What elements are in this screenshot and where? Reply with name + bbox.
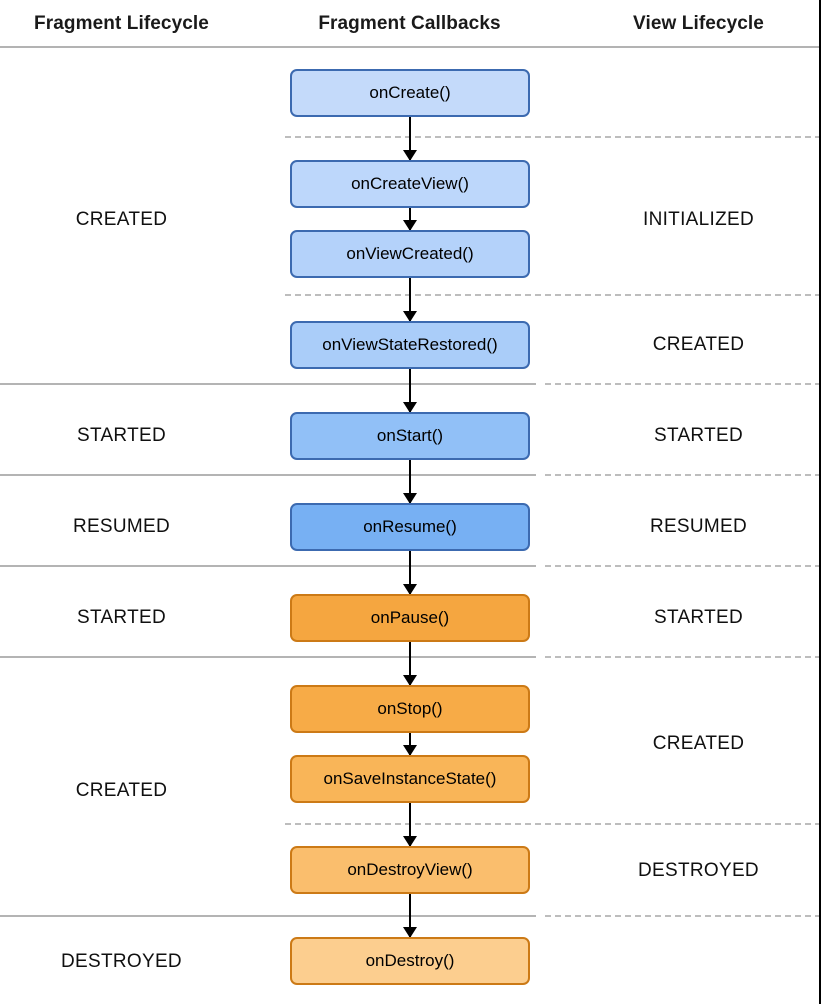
- row-separator-dashed-1: [285, 294, 819, 296]
- row-separator-solid-1: [0, 474, 536, 476]
- flow-arrow-0: [403, 117, 417, 161]
- row-separator-dashed-3: [545, 474, 819, 476]
- view-state-label-6: DESTROYED: [638, 860, 759, 881]
- row-separator-dashed-2: [545, 383, 819, 385]
- column-header-2: View Lifecycle: [633, 12, 764, 34]
- flow-arrow-1: [403, 208, 417, 231]
- fragment-state-label-3: STARTED: [76, 607, 167, 628]
- callback-box-onstart[interactable]: onStart(): [290, 412, 530, 460]
- view-state-label-5: CREATED: [652, 733, 745, 754]
- callback-box-onstop[interactable]: onStop(): [290, 685, 530, 733]
- flow-arrow-4: [403, 460, 417, 504]
- row-separator-dashed-7: [545, 915, 819, 917]
- row-separator-dashed-0: [285, 136, 819, 138]
- row-separator-solid-0: [0, 383, 536, 385]
- flow-arrow-9: [403, 894, 417, 938]
- view-state-label-1: CREATED: [652, 334, 745, 355]
- flow-arrow-7: [403, 733, 417, 756]
- view-state-label-4: STARTED: [653, 607, 744, 628]
- callback-box-onviewcreated[interactable]: onViewCreated(): [290, 230, 530, 278]
- fragment-state-label-5: DESTROYED: [61, 951, 182, 972]
- fragment-state-label-0: CREATED: [75, 209, 168, 230]
- callback-box-onviewstaterestored[interactable]: onViewStateRestored(): [290, 321, 530, 369]
- row-separator-solid-3: [0, 656, 536, 658]
- view-state-label-2: STARTED: [653, 425, 744, 446]
- flow-arrow-2: [403, 278, 417, 322]
- row-separator-dashed-6: [285, 823, 819, 825]
- view-state-label-3: RESUMED: [649, 516, 748, 537]
- callback-box-onpause[interactable]: onPause(): [290, 594, 530, 642]
- flow-arrow-3: [403, 369, 417, 413]
- callback-box-oncreateview[interactable]: onCreateView(): [290, 160, 530, 208]
- row-separator-dashed-4: [545, 565, 819, 567]
- callback-box-onsaveinstancestate[interactable]: onSaveInstanceState(): [290, 755, 530, 803]
- fragment-state-label-4: CREATED: [75, 780, 168, 801]
- flow-arrow-8: [403, 803, 417, 847]
- column-header-0: Fragment Lifecycle: [34, 12, 209, 34]
- flow-arrow-6: [403, 642, 417, 686]
- fragment-state-label-2: RESUMED: [72, 516, 171, 537]
- callback-box-ondestroy[interactable]: onDestroy(): [290, 937, 530, 985]
- row-separator-solid-4: [0, 915, 536, 917]
- column-header-1: Fragment Callbacks: [318, 12, 501, 34]
- callback-box-ondestroyview[interactable]: onDestroyView(): [290, 846, 530, 894]
- row-separator-solid-2: [0, 565, 536, 567]
- flow-arrow-5: [403, 551, 417, 595]
- fragment-state-label-1: STARTED: [76, 425, 167, 446]
- header-divider: [0, 46, 819, 48]
- view-state-label-0: INITIALIZED: [643, 209, 754, 230]
- callback-box-oncreate[interactable]: onCreate(): [290, 69, 530, 117]
- row-separator-dashed-5: [545, 656, 819, 658]
- callback-box-onresume[interactable]: onResume(): [290, 503, 530, 551]
